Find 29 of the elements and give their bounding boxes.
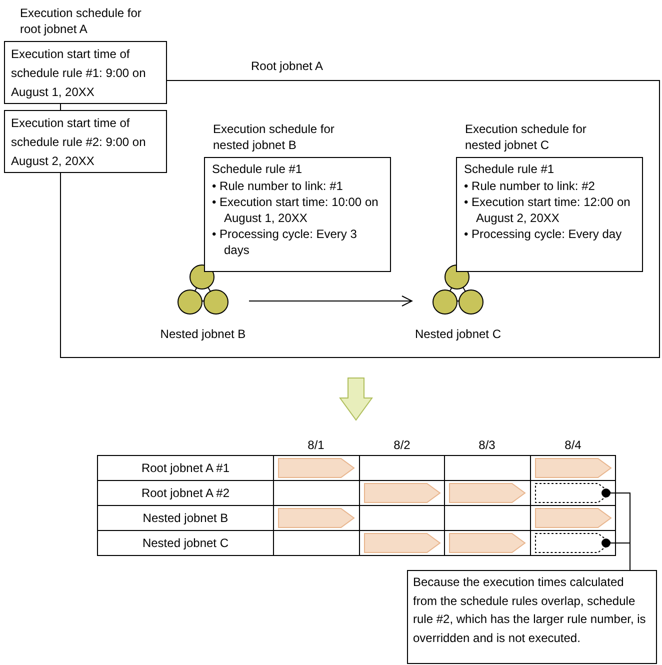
bullet-item: • Execution start time: 12:00 on August 2, 20XX — [464, 194, 632, 226]
date-header: 8/4 — [564, 438, 582, 452]
schedule-text: Execution start time of schedule rule #2: 9:00 on August 2, 20XX — [10, 115, 147, 170]
schedule-box — [4, 110, 167, 173]
schedule-text: Execution start time of schedule rule #1: 9:00 on August 1, 20XX — [10, 46, 147, 101]
bullet-item: • Rule number to link: #2 — [464, 178, 596, 194]
row-header: Nested jobnet B — [142, 511, 228, 525]
note-text: Because the execution times calculated from the schedule rules overlap, schedule rule #2, which has the larger rule number, is overridden and is not executed. — [412, 574, 647, 646]
jobnet-label: Nested jobnet C — [414, 327, 502, 342]
date-header: 8/2 — [392, 438, 412, 452]
row-header: Root jobnet A #1 — [141, 461, 230, 475]
leader-line — [602, 538, 630, 570]
date-header: 8/1 — [306, 438, 326, 452]
row-header: Root jobnet A #2 — [141, 486, 230, 500]
bullet-item: • Processing cycle: Every day — [464, 226, 623, 242]
row-header: Nested jobnet C — [142, 536, 229, 550]
schedule-heading: Execution schedule for root jobnet A — [20, 5, 142, 37]
date-header: 8/3 — [478, 438, 496, 452]
bullet-item: • Processing cycle: Every 3 days — [212, 226, 358, 258]
jobnet-label: Nested jobnet B — [159, 327, 247, 342]
jobnet-title: Root jobnet A — [251, 58, 324, 74]
note-box — [407, 570, 657, 664]
bullet-item: • Execution start time: 10:00 on August 1, 20XX — [212, 194, 380, 226]
bullet-item: • Rule number to link: #1 — [212, 178, 344, 194]
schedule-heading: Execution schedule for nested jobnet C — [465, 121, 588, 153]
arrow — [248, 296, 412, 306]
rule-title: Schedule rule #1 — [463, 161, 556, 178]
schedule-heading: Execution schedule for nested jobnet B — [213, 121, 336, 153]
rule-title: Schedule rule #1 — [211, 161, 304, 178]
